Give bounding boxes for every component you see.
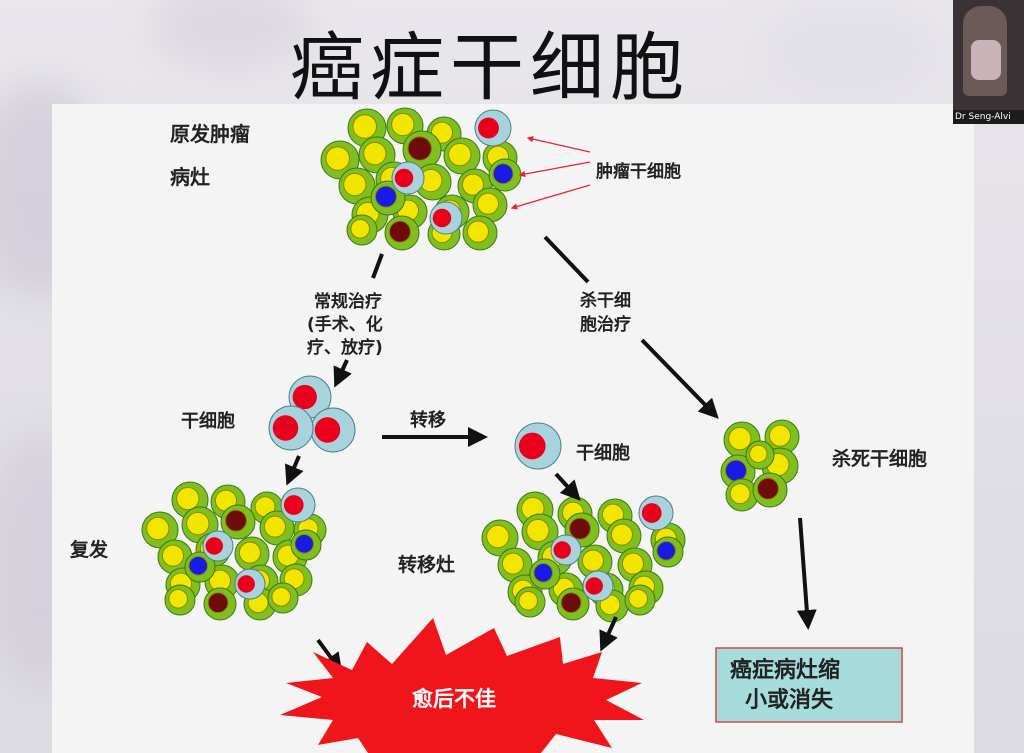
shrink-or-disappear-label: 癌症病灶缩 xyxy=(730,657,840,683)
arrow-killed-to-result xyxy=(796,517,817,630)
primary-tumor-cluster xyxy=(320,107,522,251)
tumor-cell xyxy=(267,582,299,614)
stem-cell xyxy=(638,495,674,531)
stem-cell xyxy=(550,534,582,566)
stem-cell-label: 干细胞 xyxy=(576,442,630,464)
tumor-cell xyxy=(472,187,508,223)
arrow-tumor-to-conventional xyxy=(371,253,384,279)
tumor-cell xyxy=(338,167,376,205)
stem-cell xyxy=(234,568,266,600)
pointer-lines xyxy=(510,135,591,210)
tumor-cell xyxy=(234,536,270,572)
dark-nucleus-cell xyxy=(384,215,420,251)
metastatic-focus-label: 转移灶 xyxy=(398,553,455,576)
stem-cell xyxy=(514,422,562,470)
tumor-cell xyxy=(624,584,656,616)
stem-cell xyxy=(391,161,425,195)
tumor-cell xyxy=(577,544,613,580)
conventional-therapy-label: 疗、放疗) xyxy=(307,337,383,358)
killed-stem-cell-label: 杀死干细胞 xyxy=(832,447,927,470)
arrow-stemcell-to-metastatic xyxy=(554,472,581,501)
recurrence-cluster xyxy=(141,481,327,621)
arrow-kill-to-killed xyxy=(640,338,719,419)
stem-cell xyxy=(429,201,463,235)
blue-nucleus-cell xyxy=(290,529,322,561)
metastasis-label: 转移 xyxy=(410,409,446,431)
arrow-stemcell-to-recurrence xyxy=(285,455,304,486)
conventional-therapy-label: 常规治疗 xyxy=(314,291,382,312)
blue-nucleus-cell xyxy=(652,536,684,568)
primary-tumor-label: 病灶 xyxy=(170,165,210,189)
stem-cell-killing-therapy-label: 胞治疗 xyxy=(580,314,631,335)
arrow-tumor-to-kill xyxy=(543,235,590,284)
background-blur xyxy=(150,0,310,70)
tumor-cell xyxy=(346,214,378,246)
flow-arrows xyxy=(285,235,817,674)
result-box xyxy=(715,647,903,723)
blue-nucleus-cell xyxy=(488,158,522,192)
recurrence-label: 复发 xyxy=(69,538,109,561)
background-blur xyxy=(760,0,940,100)
stem-cell xyxy=(582,570,614,602)
stem-cell xyxy=(310,407,356,453)
presenter-hand xyxy=(971,40,1001,80)
stem-cell-group xyxy=(268,375,356,453)
dark-nucleus-cell xyxy=(220,504,256,540)
tumor-cell xyxy=(514,586,546,618)
conventional-therapy-label: (手术、化 xyxy=(307,314,383,335)
primary-tumor-label: 原发肿瘤 xyxy=(170,122,250,146)
stem-cell-label: 干细胞 xyxy=(181,410,235,432)
tumor-stem-cell-label: 肿瘤干细胞 xyxy=(596,161,681,182)
dark-nucleus-cell xyxy=(556,587,590,621)
tumor-cell xyxy=(462,215,498,251)
shrink-or-disappear-label: 小或消失 xyxy=(745,687,834,713)
dark-nucleus-cell xyxy=(203,587,237,621)
blue-nucleus-cell xyxy=(184,551,216,583)
tumor-cell xyxy=(164,584,196,616)
stem-cell xyxy=(474,109,512,147)
single-stem-cell xyxy=(514,422,562,470)
stem-cell xyxy=(268,405,314,451)
slide-panel: 原发肿瘤 病灶 肿瘤干细胞 常规治疗 (手术、化 疗、放疗) 杀干细 胞治疗 干… xyxy=(52,104,974,753)
blue-nucleus-cell xyxy=(529,558,561,590)
poor-prognosis-burst xyxy=(280,618,644,753)
killed-cluster xyxy=(720,419,800,512)
tumor-cell xyxy=(725,478,759,512)
stem-cell-killing-therapy-label: 杀干细 xyxy=(580,290,631,311)
tumor-cell xyxy=(497,547,533,583)
metastatic-focus-cluster xyxy=(481,491,686,623)
tumor-cell xyxy=(443,137,481,175)
webcam-thumbnail: Dr Seng-Alvi xyxy=(953,0,1024,124)
stem-cell xyxy=(280,487,316,523)
slide-title: 癌症干细胞 xyxy=(290,25,690,111)
tumor-cell xyxy=(764,419,800,455)
tumor-cell xyxy=(745,440,775,470)
poor-prognosis-label: 愈后不佳 xyxy=(412,687,496,711)
arrow-metastatic-to-prognosis xyxy=(599,616,618,652)
cancer-stem-cell-diagram: 原发肿瘤 病灶 肿瘤干细胞 常规治疗 (手术、化 疗、放疗) 杀干细 胞治疗 干… xyxy=(69,107,927,753)
tumor-cell xyxy=(259,510,295,546)
dark-nucleus-cell xyxy=(752,472,788,508)
arrow-conventional-to-stemcell xyxy=(333,359,352,388)
webcam-name-label: Dr Seng-Alvi xyxy=(953,110,1024,124)
stem-cell xyxy=(202,530,234,562)
